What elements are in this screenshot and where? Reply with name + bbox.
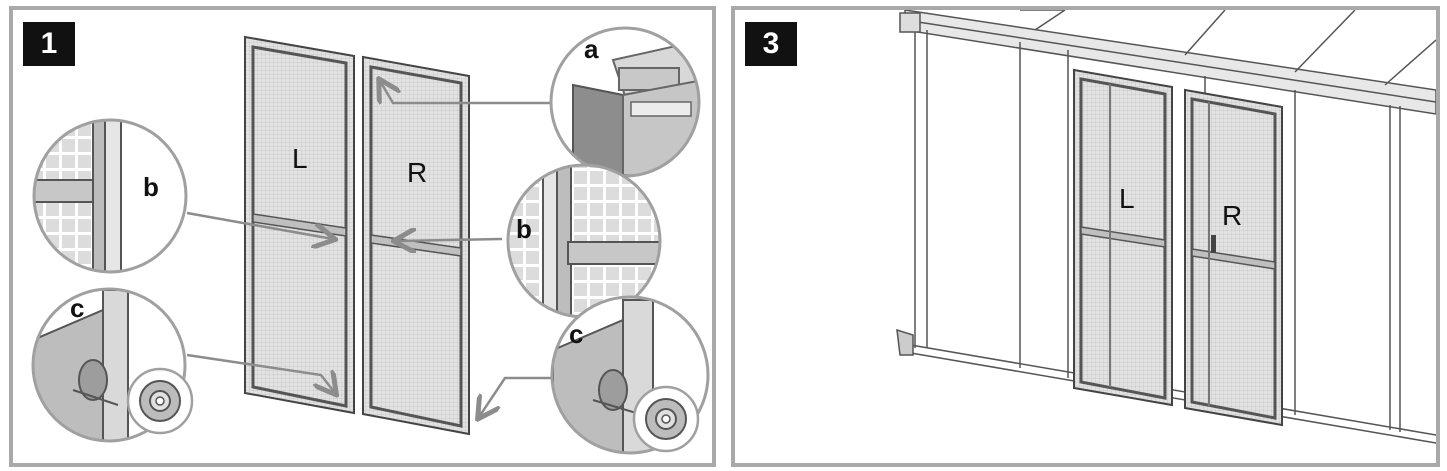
detail-a-zoom [549,26,701,178]
callout-c-left-label: c [70,293,84,323]
door-r [1184,88,1283,427]
callout-b-right-label: b [516,214,532,244]
callout-c-right-label: c [569,319,583,349]
step-number-badge: 1 [23,22,75,66]
door-r-label: R [407,157,427,188]
detail-c-left-zoom [31,287,194,443]
door-l-label: L [1119,183,1135,214]
detail-b-right-zoom [506,163,662,319]
door-l [1073,68,1173,407]
step-1-illustration: L R a [31,26,710,455]
step-1-panel: 1 [9,6,716,467]
door-l-label: L [292,143,308,174]
callout-b-left-label: b [143,172,159,202]
door-r-label: R [1222,200,1242,231]
detail-b-left-zoom [32,118,188,274]
step-3-illustration: L R [896,10,1436,444]
detail-c-right-zoom [550,295,710,455]
step-3-panel: 3 [731,6,1440,467]
step-number-badge: 3 [745,22,797,66]
gazebo-structure [896,10,1436,444]
callout-a-label: a [584,34,599,64]
door-r [362,55,470,436]
leader-arrows [186,81,553,417]
